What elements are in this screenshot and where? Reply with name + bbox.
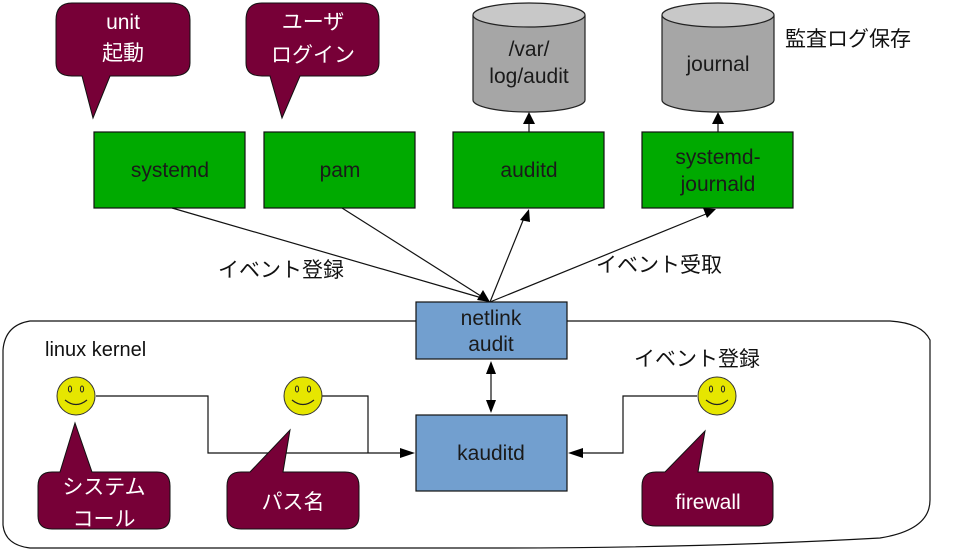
bubble-user-login-line1: ユーザ [282,11,345,34]
bubble-user-login-line2: ログイン [271,44,355,67]
annotation-event-receive: イベント受取 [596,254,722,277]
storage-var-log-audit-line1: /var/ [509,38,550,61]
kauditd-box: kauditd [415,414,568,492]
process-journald: systemd- journald [641,131,794,209]
process-systemd-label: systemd [131,159,209,182]
netlink-audit-box: netlink audit [415,301,568,360]
netlink-audit-line1: netlink [461,307,522,330]
storage-var-log-audit: /var/ log/audit [472,2,586,113]
process-pam: pam [263,131,416,209]
edge-pam-netlink [341,207,485,299]
storage-journal: journal [661,2,775,113]
storage-journal-label: journal [685,53,749,76]
edge-firewall-kauditd [580,395,697,454]
linux-kernel-boundary [2,320,931,549]
storage-caption: 監査ログ保存 [785,28,911,51]
edge-pathname-kauditd [322,395,369,453]
bubble-unit-start: unit 起動 [55,2,191,120]
smiley-face-icon [283,376,323,416]
bubble-pathname: パス名 [226,428,360,530]
bubble-unit-start-line2: 起動 [102,42,144,65]
bubble-firewall-label: firewall [675,491,740,514]
bubble-syscall: システム コール [37,421,171,531]
netlink-audit-line2: audit [468,333,514,356]
process-pam-label: pam [320,159,361,182]
process-systemd: systemd [93,131,246,209]
storage-var-log-audit-line2: log/audit [489,65,569,88]
smiley-face-icon [697,376,737,416]
edge-systemd-netlink [171,207,483,299]
process-journald-line1: systemd- [675,146,760,169]
edge-netlink-auditd [489,217,525,303]
annotation-event-register-kernel: イベント登録 [634,348,760,371]
smiley-face-icon [56,376,96,416]
process-journald-line2: journald [680,173,756,196]
bubble-pathname-label: パス名 [262,491,325,514]
bubble-syscall-line1: システム [62,476,145,499]
bubble-firewall: firewall [641,429,774,527]
bubble-syscall-line2: コール [73,508,136,531]
process-auditd-label: auditd [500,159,557,182]
annotation-event-register-top: イベント登録 [218,259,344,282]
edge-netlink-journald [489,213,707,303]
kauditd-label: kauditd [457,442,525,465]
linux-kernel-label: linux kernel [45,339,146,361]
process-auditd: auditd [452,131,605,209]
bubble-unit-start-line1: unit [106,11,140,34]
bubble-user-login: ユーザ ログイン [245,2,380,120]
edge-syscall-kauditd [96,395,402,454]
